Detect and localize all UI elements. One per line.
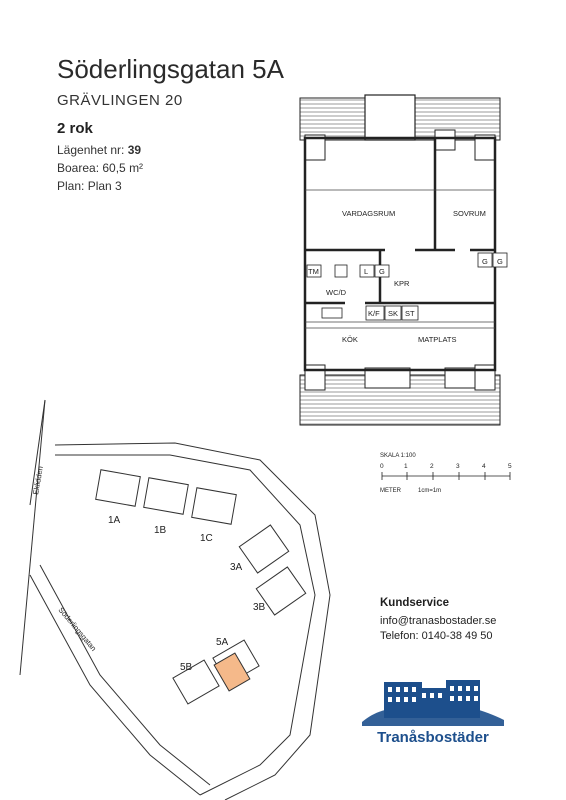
roof-top xyxy=(299,94,501,141)
scale-tick-2: 2 xyxy=(430,463,434,470)
brand-name: Tranåsbostäder xyxy=(377,729,489,746)
scale-tick-4: 4 xyxy=(482,463,486,470)
floor-value: Plan 3 xyxy=(87,179,122,193)
brand-logo: Tranåsbostäder xyxy=(362,680,504,746)
apartment-number-row: Lägenhet nr: 39 xyxy=(57,143,141,157)
building-5b: 5B xyxy=(180,662,193,673)
fixture-g2: G xyxy=(482,257,488,266)
contact-email[interactable]: info@tranasbostader.se xyxy=(380,615,497,627)
building-5a: 5A xyxy=(216,637,229,648)
building-3a: 3A xyxy=(230,562,243,573)
scale-ratio: 1cm=1m xyxy=(418,488,441,494)
building-1b-shape xyxy=(143,477,189,515)
fixture-st: ST xyxy=(405,309,415,318)
area-row: Boarea: 60,5 m² xyxy=(57,161,143,175)
contact-block: Kundservice info@tranasbostader.se Telef… xyxy=(380,596,496,644)
building-3b-shape xyxy=(255,566,307,616)
fixture-l: L xyxy=(364,267,368,276)
building-3b: 3B xyxy=(253,602,266,613)
building-1c: 1C xyxy=(200,533,213,544)
scale-label: SKALA 1:100 xyxy=(380,453,416,459)
fixture-tm: TM xyxy=(308,267,319,276)
contact-phone: Telefon: 0140-38 49 50 xyxy=(380,630,493,642)
floor-row: Plan: Plan 3 xyxy=(57,179,122,193)
area-value: 60,5 m² xyxy=(102,161,144,175)
fixture-labels: TM L G G G K/F SK ST xyxy=(308,257,503,318)
room-wc: WC/D xyxy=(326,288,347,297)
building-1a-shape xyxy=(95,469,141,507)
room-living: VARDAGSRUM xyxy=(342,209,395,218)
buildings xyxy=(95,469,307,705)
room-bedroom: SOVRUM xyxy=(453,209,486,218)
scale-ticks: 0 1 2 3 4 5 xyxy=(380,463,512,470)
scale-tick-3: 3 xyxy=(456,463,460,470)
scale-unit: METER xyxy=(380,488,402,494)
walls xyxy=(303,136,497,372)
room-count: 2 rok xyxy=(57,120,93,137)
scale-tick-0: 0 xyxy=(380,463,384,470)
apartment-number: 39 xyxy=(127,143,142,157)
building-1c-shape xyxy=(191,487,237,525)
logo-art xyxy=(362,680,504,726)
fixtures xyxy=(306,252,508,321)
fixture-g3: G xyxy=(497,257,503,266)
room-hall: KPR xyxy=(394,279,410,288)
fixture-sk: SK xyxy=(388,309,398,318)
scale-tick-1: 1 xyxy=(404,463,408,470)
street-soderlingsgatan: Söderlingsgatan xyxy=(56,606,98,653)
building-1a: 1A xyxy=(108,515,121,526)
page-title: Söderlingsgatan 5A xyxy=(57,54,284,84)
property-name: GRÄVLINGEN 20 xyxy=(57,92,183,109)
room-kitchen: KÖK xyxy=(342,335,358,344)
scale-bar: SKALA 1:100 0 1 2 3 4 5 METER 1cm=1m xyxy=(380,453,512,494)
building-3a-shape xyxy=(238,524,290,574)
fixture-kf: K/F xyxy=(368,309,380,318)
apartment-highlight xyxy=(213,652,251,692)
room-dining: MATPLATS xyxy=(418,335,456,344)
room-labels: VARDAGSRUM SOVRUM KPR WC/D KÖK MATPLATS xyxy=(326,209,486,344)
area-label: Boarea: xyxy=(57,161,100,175)
street-eklidden: Eklidden xyxy=(31,465,45,495)
building-1b: 1B xyxy=(154,525,167,536)
floor-plan: TM L G G G K/F SK ST VARDAGSRUM SOVRUM K… xyxy=(299,94,508,426)
fixture-g1: G xyxy=(379,267,385,276)
apartment-label: Lägenhet nr: xyxy=(57,143,125,157)
site-plan: Eklidden Söderlingsgatan 1A 1B 1C 3A 3B … xyxy=(19,399,331,800)
inner-lines xyxy=(305,189,495,329)
floor-label: Plan: xyxy=(57,179,85,193)
scale-tick-5: 5 xyxy=(508,463,512,470)
building-5b-shape xyxy=(172,659,220,705)
road-edges xyxy=(19,399,331,800)
building-labels: 1A 1B 1C 3A 3B 5A 5B xyxy=(108,515,266,673)
contact-heading: Kundservice xyxy=(380,597,450,609)
